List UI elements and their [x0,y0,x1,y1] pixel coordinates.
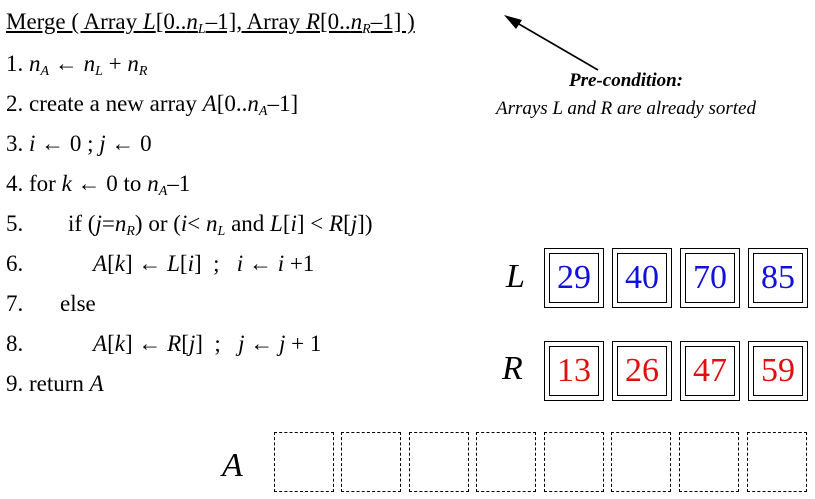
code-line-5: 5.if (j=nR) or (i< nL and L[i] < R[j]) [6,211,373,239]
array-R-cell: 26 [612,341,672,401]
array-A-slot [747,432,807,492]
array-R-cell: 47 [680,341,740,401]
array-L-label: L [506,258,525,295]
array-R-label: R [502,350,523,387]
array-A-label: A [222,447,243,484]
array-A-slot [274,432,334,492]
array-R-cell: 59 [748,341,808,401]
array-A-slot [611,432,671,492]
precondition-title: Pre-condition: [569,70,683,91]
array-R-cell: 13 [544,341,604,401]
code-line-8: 8.A[k] ← R[j] ; j ← j + 1 [6,331,322,356]
array-L-cell: 70 [680,248,740,308]
code-line-4: 4. for k ← 0 to nA–1 [6,171,191,199]
code-line-9: 9. return A [6,371,104,396]
array-L-cell: 40 [612,248,672,308]
array-A-slot [679,432,739,492]
array-A-slot [476,432,536,492]
array-L-cell: 29 [544,248,604,308]
array-A-slot [341,432,401,492]
arrow-head [504,15,522,29]
precondition-text: Arrays L and R are already sorted [495,98,756,119]
code-line-1: 1. nA ← nL + nR [6,51,148,79]
merge-signature: Merge ( Array L[0..nL–1], Array R[0..nR–… [6,9,415,37]
code-line-2: 2. create a new array A[0..nA–1] [6,91,299,119]
code-line-3: 3. i ← 0 ; j ← 0 [6,131,152,156]
array-A-slot [409,432,469,492]
arrow-line [511,19,599,71]
code-line-7: 7.else [6,291,96,316]
code-line-6: 6.A[k] ← L[i] ; i ← i +1 [6,251,315,276]
array-L-cell: 85 [748,248,808,308]
array-A-slot [544,432,604,492]
